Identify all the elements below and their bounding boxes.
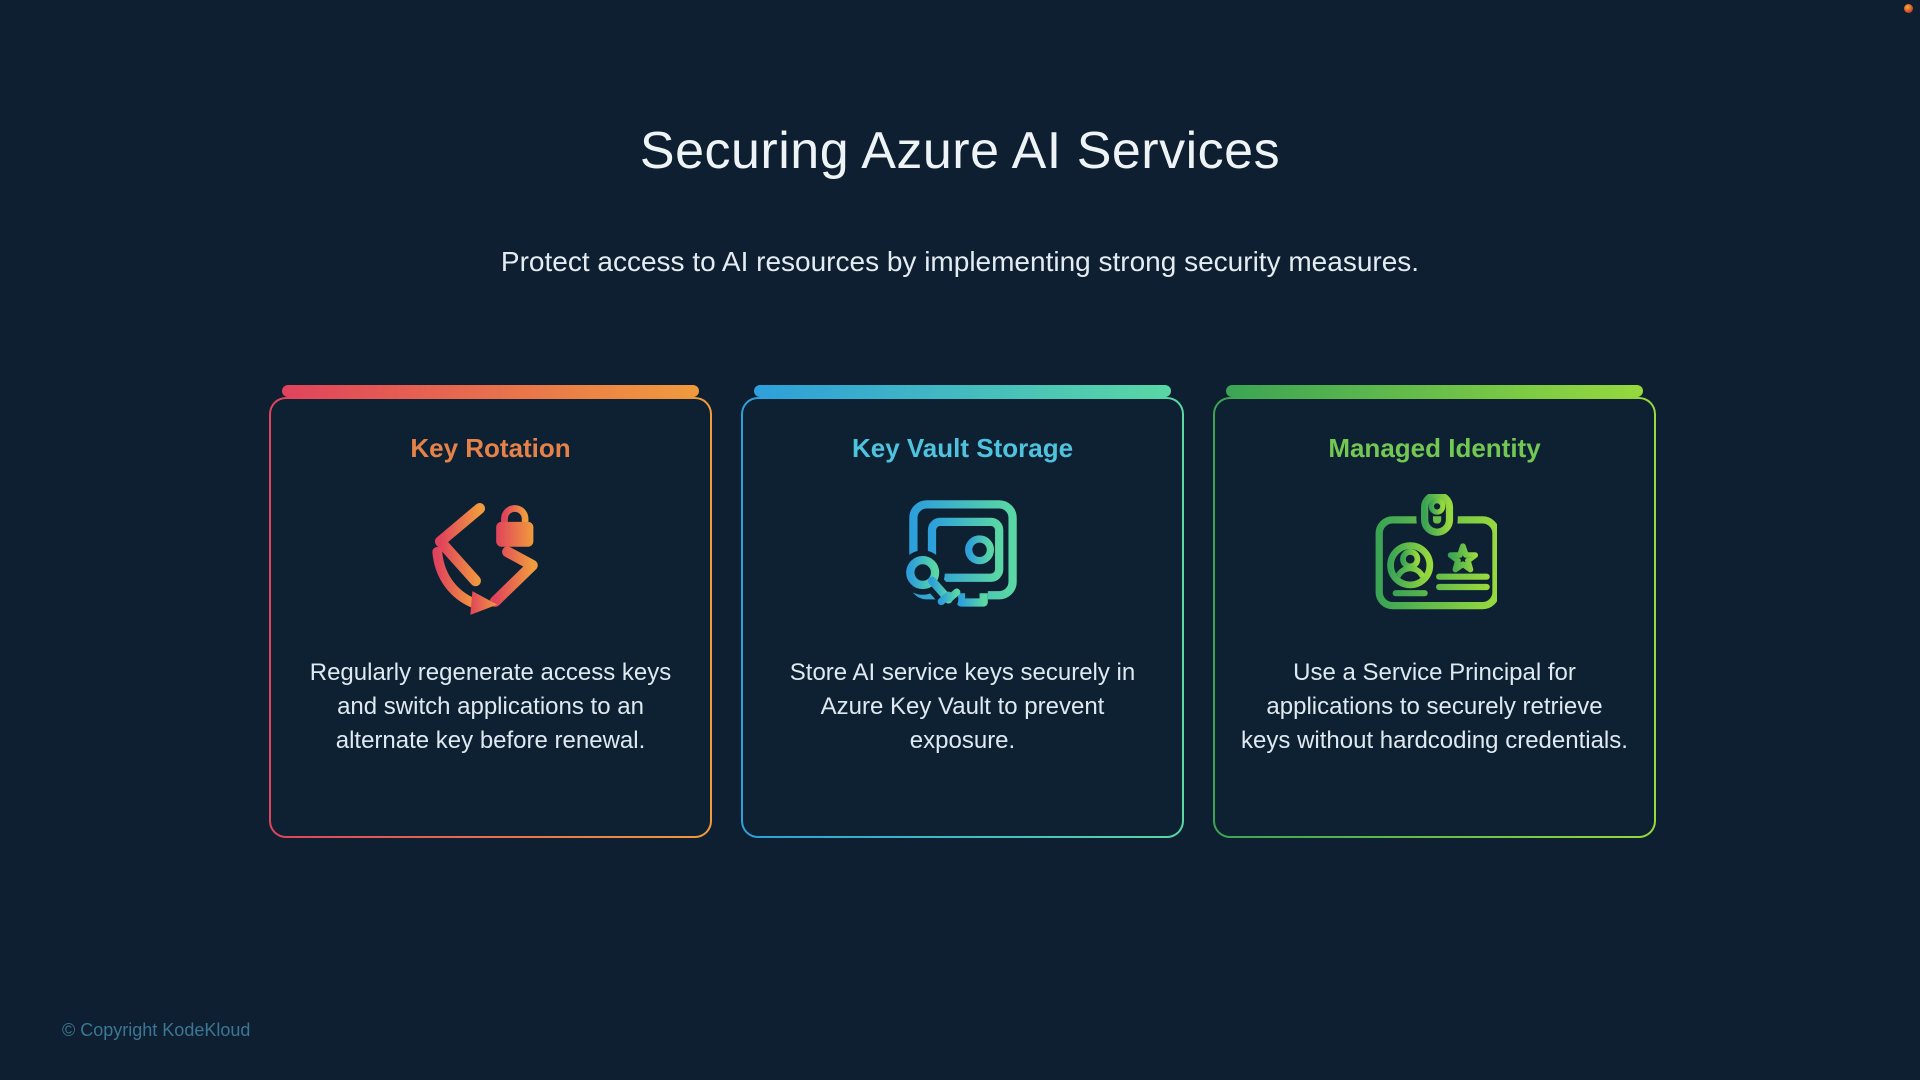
key-rotation-icon	[429, 494, 553, 618]
card-managed-identity: Managed Identity	[1213, 385, 1656, 838]
card-accent-bar	[754, 385, 1171, 397]
card-description: Use a Service Principal for applications…	[1241, 659, 1628, 755]
cards-row: Key Rotation	[269, 385, 1656, 838]
card-body-container: Key Vault Storage	[743, 399, 1182, 836]
slide-subtitle: Protect access to AI resources by implem…	[500, 246, 1420, 277]
card-description: Regularly regenerate access keys and swi…	[309, 659, 672, 755]
copyright: © Copyright KodeKloud	[62, 1020, 251, 1040]
id-badge-icon	[1373, 494, 1497, 618]
card-title: Key Rotation	[410, 433, 571, 463]
card-title: Key Vault Storage	[851, 433, 1074, 463]
card-body-container: Managed Identity	[1215, 399, 1654, 836]
card-title: Managed Identity	[1328, 433, 1541, 463]
card-accent-bar	[1226, 385, 1643, 397]
card-accent-bar	[282, 385, 699, 397]
card-key-vault-storage: Key Vault Storage	[741, 385, 1184, 838]
card-description: Store AI service keys securely in Azure …	[789, 659, 1136, 755]
page-title: Securing Azure AI Services	[639, 121, 1281, 180]
key-vault-icon	[900, 494, 1025, 618]
card-key-rotation: Key Rotation	[269, 385, 712, 838]
record-dot	[1904, 4, 1913, 13]
card-body-container: Key Rotation	[271, 399, 710, 836]
